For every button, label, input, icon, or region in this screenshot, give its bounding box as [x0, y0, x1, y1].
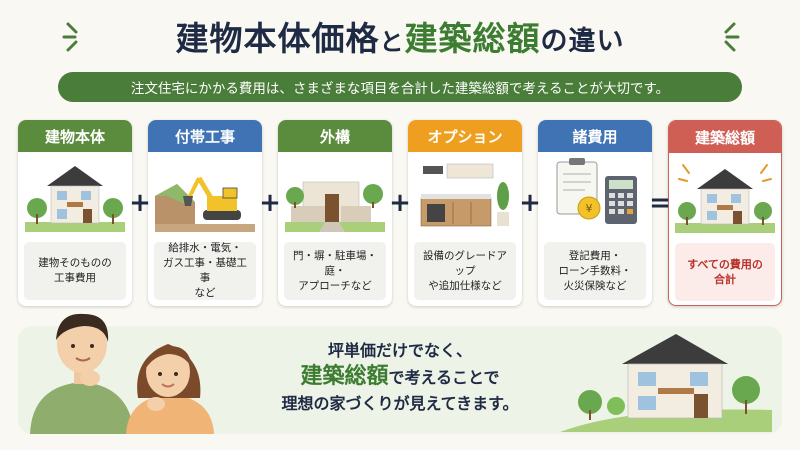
excavator-icon	[148, 152, 262, 236]
message-line2: 建築総額で考えることで	[250, 364, 550, 391]
card-exterior: 外構 門・塀・駐車場・庭・ アプローチなど	[278, 120, 392, 306]
title-text: 建物本体価格と建築総額の違い	[176, 12, 625, 60]
sparkle-right-icon	[724, 22, 740, 52]
page-title: 建物本体価格と建築総額の違い	[0, 8, 800, 64]
subtitle-banner: 注文住宅にかかる費用は、さまざまな項目を合計した建築総額で考えることが大切です。	[58, 72, 742, 102]
title-part3: の違い	[540, 26, 625, 57]
title-part2: 建築総額	[404, 19, 541, 58]
message-line2-rest: で考えることで	[388, 368, 500, 387]
couple-illustration	[30, 313, 214, 434]
message-highlight: 建築総額	[300, 364, 389, 389]
sparkle-left-icon	[62, 22, 78, 52]
card-description: 設備のグレードアップ や追加仕様など	[414, 242, 516, 300]
house-icon	[18, 152, 132, 236]
house-illustration	[560, 334, 772, 432]
card-header: 付帯工事	[148, 120, 262, 152]
banner-text: 注文住宅にかかる費用は、さまざまな項目を合計した建築総額で考えることが大切です。	[130, 81, 670, 97]
card-description: すべての費用の 合計	[675, 243, 775, 301]
card-options: オプション 設備のグレードアップ や追加仕様など	[408, 120, 522, 306]
card-misc-costs: 諸費用 ¥ 登記費用・ ローン手数料・ 火災保険など	[538, 120, 652, 306]
title-connector: と	[379, 28, 405, 56]
plus-operator: +	[519, 188, 541, 218]
plus-operator: +	[129, 188, 151, 218]
card-description: 給排水・電気・ ガス工事・基礎工事 など	[154, 242, 256, 300]
kitchen-icon	[408, 152, 522, 236]
card-building: 建物本体 建物そのものの 工事費用	[18, 120, 132, 306]
card-header: 建物本体	[18, 120, 132, 152]
svg-text:¥: ¥	[586, 202, 593, 215]
calculator-icon: ¥	[538, 152, 652, 236]
house-sparkle-icon	[669, 153, 781, 237]
card-description: 建物そのものの 工事費用	[24, 242, 126, 300]
card-header: 外構	[278, 120, 392, 152]
equals-operator: =	[649, 188, 671, 218]
message-line1: 坪単価だけでなく、	[327, 341, 472, 360]
title-part1: 建物本体価格	[175, 19, 380, 58]
gate-icon	[278, 152, 392, 236]
card-total: 建築総額 すべての費用の 合計	[668, 120, 782, 306]
plus-operator: +	[389, 188, 411, 218]
card-description: 門・塀・駐車場・庭・ アプローチなど	[284, 242, 386, 300]
card-description: 登記費用・ ローン手数料・ 火災保険など	[544, 242, 646, 300]
card-header: オプション	[408, 120, 522, 152]
card-header: 建築総額	[669, 121, 781, 153]
message-line3: 理想の家づくりが見えてきます。	[281, 394, 519, 413]
plus-operator: +	[259, 188, 281, 218]
card-incidental-work: 付帯工事 給排水・電気・ ガス工事・基礎工事 など	[148, 120, 262, 306]
message-text: 坪単価だけでなく、 建築総額で考えることで 理想の家づくりが見えてきます。	[250, 338, 550, 417]
card-header: 諸費用	[538, 120, 652, 152]
